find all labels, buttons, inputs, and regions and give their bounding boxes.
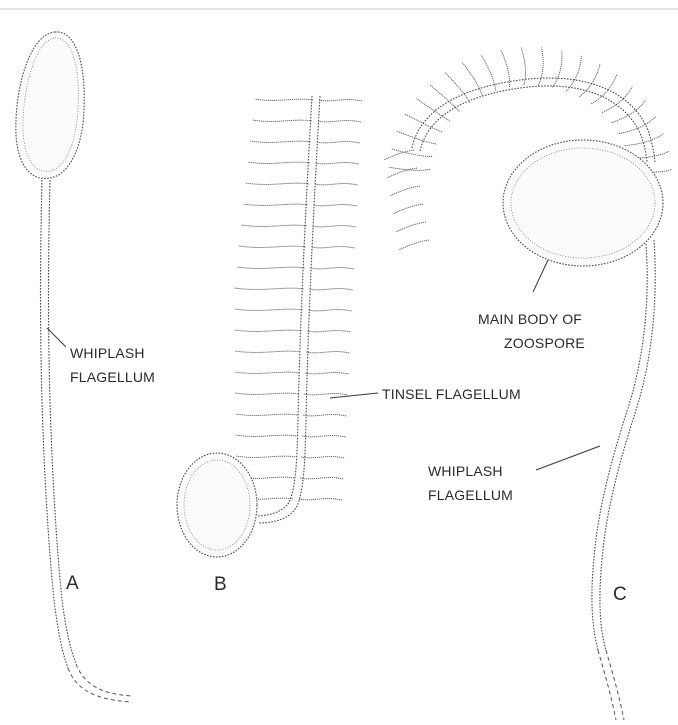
- mastigoneme-hair: [301, 457, 344, 458]
- tinsel-flagellum-shaft: [258, 96, 312, 516]
- mastigoneme-hair: [234, 288, 303, 289]
- mastigoneme-hair: [566, 56, 581, 91]
- main-body-leader: [533, 260, 548, 292]
- panel-a-zoospore: [16, 32, 132, 702]
- mastigoneme-hair: [312, 247, 355, 248]
- whiplash-flagellum-a: [41, 180, 69, 668]
- main-body-label-line2: ZOOSPORE: [504, 335, 585, 351]
- mastigoneme-hair: [602, 86, 632, 112]
- mastigoneme-hair: [255, 99, 313, 100]
- mastigoneme-hair: [397, 131, 436, 144]
- mastigoneme-hair: [235, 330, 302, 331]
- mastigoneme-hair: [235, 414, 297, 415]
- mastigoneme-hair: [236, 435, 297, 436]
- zoospore-a-body: [16, 32, 84, 179]
- zoospore-c-body: [503, 140, 663, 266]
- mastigoneme-hair: [237, 267, 305, 268]
- mastigoneme-hair: [317, 142, 360, 143]
- mastigoneme-hair: [235, 393, 298, 394]
- mastigoneme-hair: [318, 121, 361, 122]
- mastigoneme-hair: [319, 100, 362, 101]
- whiplash-c-tip: [598, 650, 624, 720]
- tinsel-mastigonemes: [234, 99, 361, 500]
- mastigoneme-hair: [243, 204, 307, 205]
- mastigoneme-hair: [235, 372, 299, 373]
- mastigoneme-hair: [316, 163, 359, 164]
- mastigoneme-hair: [313, 226, 356, 227]
- zoospore-b-body: [177, 453, 257, 557]
- mastigoneme-hair: [303, 415, 346, 416]
- tinsel-flagellum-label: TINSEL FLAGELLUM: [382, 386, 521, 402]
- mastigoneme-hair: [236, 456, 295, 457]
- mastigoneme-hair: [248, 162, 310, 163]
- mastigoneme-hair: [308, 310, 351, 311]
- mastigoneme-hair: [538, 48, 543, 86]
- mastigoneme-hair: [445, 73, 470, 103]
- panel-c-label: C: [613, 584, 627, 605]
- mastigoneme-hair: [396, 222, 426, 232]
- mastigoneme-hair: [307, 331, 350, 332]
- mastigoneme-hair: [246, 183, 309, 184]
- mastigoneme-hair: [311, 268, 354, 269]
- mastigoneme-hair: [416, 99, 450, 122]
- mastigoneme-hair: [393, 204, 423, 214]
- whiplash-a-leader: [47, 328, 66, 347]
- mastigoneme-hair: [390, 186, 420, 196]
- mastigoneme-hair: [304, 394, 347, 395]
- mastigoneme-hair: [299, 499, 342, 500]
- whiplash-flagellum-c-label-line2: FLAGELLUM: [428, 487, 513, 503]
- mastigoneme-hair: [552, 51, 562, 88]
- mastigoneme-hair: [241, 225, 306, 226]
- mastigoneme-hair: [315, 184, 358, 185]
- panel-c-zoospore: [384, 48, 672, 721]
- main-body-label-line1: MAIN BODY OF: [478, 311, 582, 327]
- mastigoneme-hair: [399, 240, 429, 250]
- whiplash-flagellum-a-label-line2: FLAGELLUM: [70, 369, 155, 385]
- mastigoneme-hair: [235, 309, 303, 310]
- whiplash-flagellum-a-label-line1: WHIPLASH: [70, 345, 145, 361]
- mastigoneme-hair: [306, 352, 349, 353]
- mastigoneme-hair: [302, 436, 345, 437]
- mastigoneme-hair: [250, 141, 311, 142]
- panel-b-zoospore: [177, 96, 362, 557]
- mastigoneme-hair: [611, 101, 645, 123]
- mastigoneme-hair: [305, 373, 348, 374]
- mastigoneme-hair: [300, 478, 343, 479]
- mastigoneme-hair: [314, 205, 357, 206]
- whiplash-c-leader: [536, 446, 600, 470]
- panel-a-label: A: [66, 573, 79, 594]
- mastigoneme-hair: [309, 289, 352, 290]
- mastigoneme-hair: [619, 116, 656, 133]
- panel-b-label: B: [214, 574, 227, 595]
- mastigoneme-hair: [235, 351, 300, 352]
- whiplash-a-tip: [68, 664, 132, 702]
- whiplash-flagellum-c-label-line1: WHIPLASH: [428, 463, 503, 479]
- mastigoneme-hair: [391, 149, 432, 157]
- mastigoneme-hair: [239, 246, 306, 247]
- mastigoneme-hair: [252, 120, 311, 121]
- mastigoneme-hair: [384, 150, 414, 160]
- mastigoneme-hair: [430, 85, 460, 112]
- mastigoneme-hair: [625, 133, 665, 145]
